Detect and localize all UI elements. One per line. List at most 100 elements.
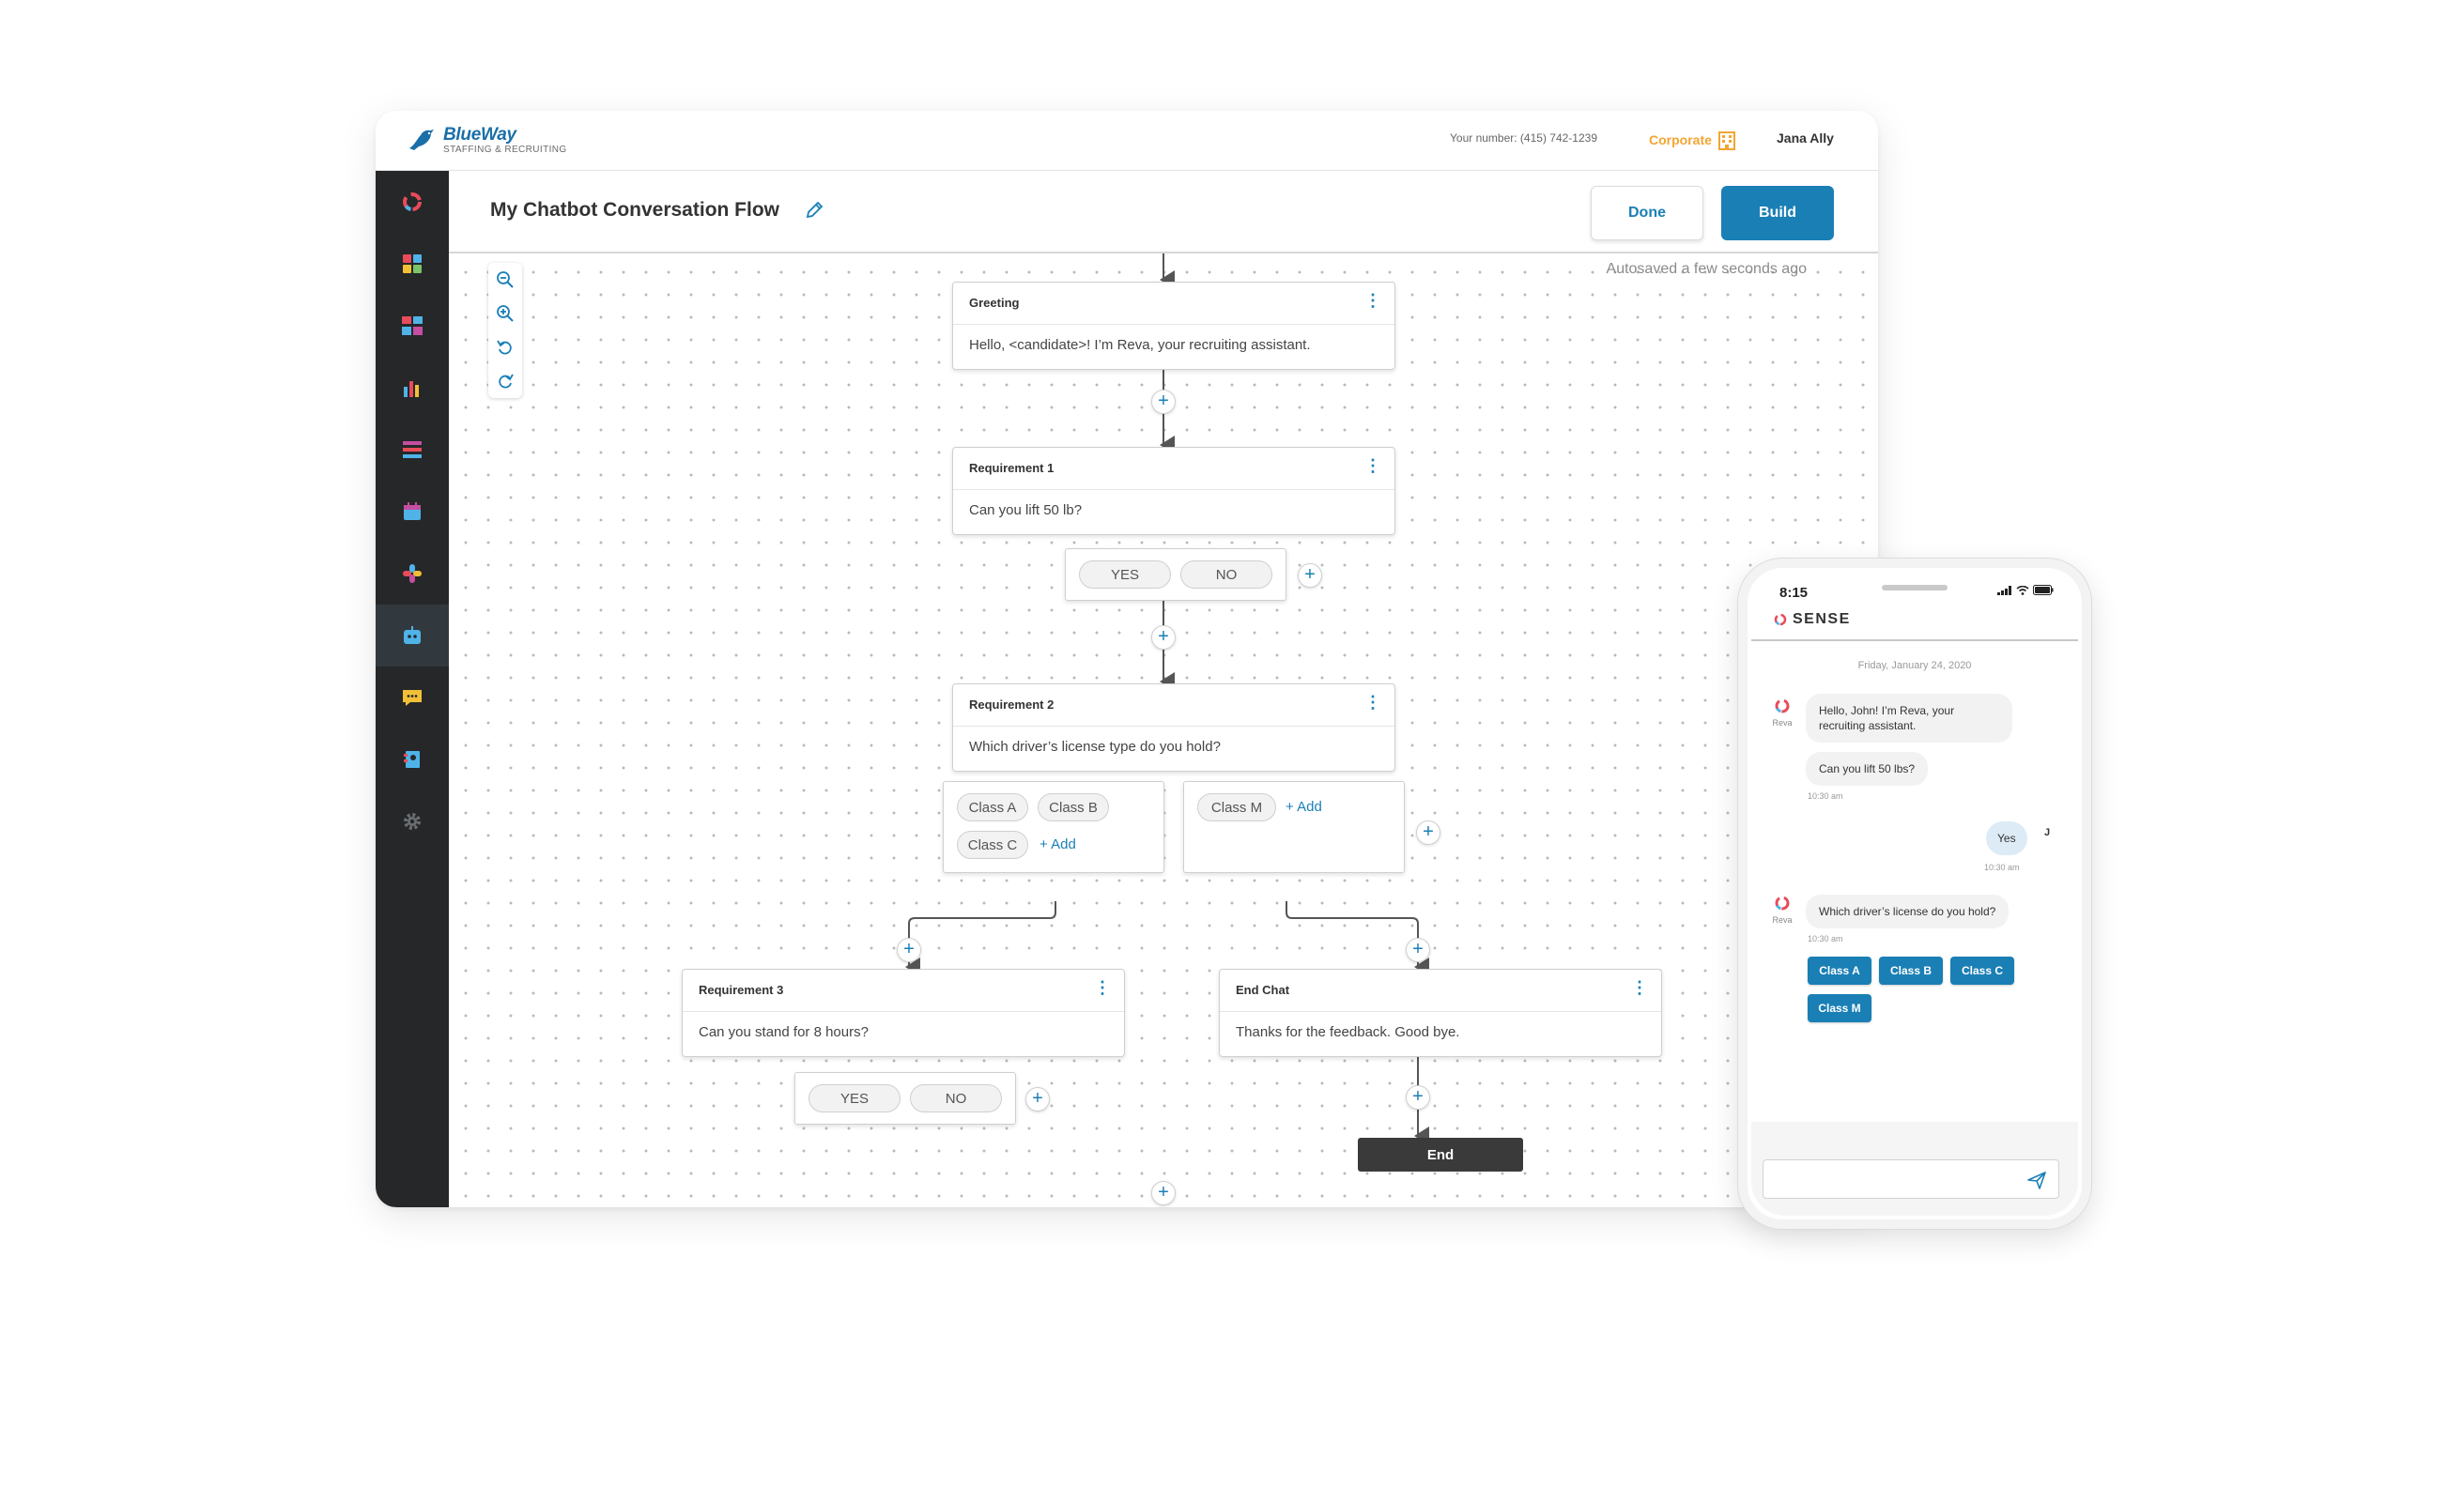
node-requirement-1[interactable]: Requirement 1 ⋮ Can you lift 50 lb?	[952, 447, 1395, 535]
company-logo[interactable]: BlueWay STAFFING & RECRUITING	[406, 124, 567, 156]
sidebar-item-workflows[interactable]	[376, 295, 449, 357]
reply-chip-class-c[interactable]: Class C	[1950, 957, 2014, 985]
node-requirement-2[interactable]: Requirement 2 ⋮ Which driver’s license t…	[952, 683, 1395, 772]
sidebar-item-dashboard[interactable]	[376, 233, 449, 295]
sidebar-item-home[interactable]	[376, 171, 449, 233]
add-step-button[interactable]: +	[1406, 938, 1430, 962]
your-number: Your number: (415) 742-1239	[1450, 131, 1597, 145]
calendar-icon	[404, 502, 421, 520]
divider	[953, 726, 1394, 727]
bot-avatar-icon	[1775, 698, 1790, 713]
sidebar-item-chatbot[interactable]	[376, 605, 449, 667]
add-step-button[interactable]: +	[1151, 1181, 1176, 1205]
sidebar-item-lists[interactable]	[376, 419, 449, 481]
org-switcher[interactable]: Corporate	[1649, 130, 1736, 150]
sidebar-item-calendar[interactable]	[376, 481, 449, 543]
message-input[interactable]	[1763, 1159, 2059, 1199]
add-step-button[interactable]: +	[897, 938, 921, 962]
sidebar-item-settings[interactable]	[376, 790, 449, 852]
sidebar-item-integrations[interactable]	[376, 543, 449, 605]
more-menu-icon[interactable]: ⋮	[1364, 693, 1381, 712]
zoom-controls	[488, 263, 522, 398]
signal-icon	[1997, 585, 2011, 595]
autosave-status: Autosaved a few seconds ago	[1606, 261, 1807, 277]
build-button[interactable]: Build	[1721, 186, 1834, 240]
analytics-icon	[404, 381, 419, 397]
divider	[953, 489, 1394, 490]
option-class-m[interactable]: Class M	[1197, 793, 1276, 821]
app-window: BlueWay STAFFING & RECRUITING Your numbe…	[376, 111, 1878, 1207]
phone-status-icons	[1997, 585, 2054, 595]
node-title: Requirement 1	[969, 461, 1055, 475]
add-step-button[interactable]: +	[1151, 625, 1176, 650]
node-message: Which driver’s license type do you hold?	[969, 739, 1221, 755]
phone-brand: SENSE	[1774, 611, 1851, 628]
list-icon	[403, 441, 422, 458]
phone-screen: 8:15 SENSE Friday, January 24, 2020 Reva…	[1751, 572, 2078, 1216]
contacts-icon	[404, 751, 420, 768]
more-menu-icon[interactable]: ⋮	[1094, 978, 1111, 997]
flow-canvas[interactable]: Autosaved a few seconds ago	[449, 253, 1878, 1207]
undo-button[interactable]	[488, 330, 522, 364]
sidebar-item-analytics[interactable]	[376, 357, 449, 419]
node-requirement-3[interactable]: Requirement 3 ⋮ Can you stand for 8 hour…	[682, 969, 1125, 1057]
reply-chip-class-a[interactable]: Class A	[1808, 957, 1871, 985]
add-step-button[interactable]: +	[1151, 390, 1176, 414]
more-menu-icon[interactable]: ⋮	[1631, 978, 1648, 997]
org-name: Corporate	[1649, 132, 1712, 147]
user-avatar: J	[2043, 827, 2051, 838]
add-option-button[interactable]: +	[1298, 563, 1322, 588]
option-class-a[interactable]: Class A	[957, 793, 1028, 821]
user-name[interactable]: Jana Ally	[1777, 130, 1834, 146]
node-title: Greeting	[969, 296, 1020, 310]
workflow-icon	[402, 316, 423, 335]
chat-date: Friday, January 24, 2020	[1857, 660, 1972, 671]
integrations-icon	[403, 564, 422, 583]
reply-chip-class-b[interactable]: Class B	[1879, 957, 1943, 985]
edit-pencil-icon[interactable]	[804, 200, 824, 221]
undo-icon	[497, 340, 512, 355]
add-step-button[interactable]: +	[1406, 1085, 1430, 1110]
done-button[interactable]: Done	[1591, 186, 1703, 240]
option-no[interactable]: NO	[1180, 560, 1272, 589]
sidebar-item-contacts[interactable]	[376, 728, 449, 790]
zoom-out-button[interactable]	[488, 263, 522, 297]
node-greeting[interactable]: Greeting ⋮ Hello, <candidate>! I’m Reva,…	[952, 282, 1395, 370]
send-icon[interactable]	[2026, 1170, 2047, 1190]
redo-button[interactable]	[488, 364, 522, 398]
logo-subtitle: STAFFING & RECRUITING	[443, 144, 567, 155]
more-menu-icon[interactable]: ⋮	[1364, 456, 1381, 475]
node-end-chat[interactable]: End Chat ⋮ Thanks for the feedback. Good…	[1219, 969, 1662, 1057]
bot-message: Which driver’s license do you hold?	[1806, 895, 2010, 929]
add-option-button[interactable]: +	[1025, 1087, 1050, 1111]
option-class-b[interactable]: Class B	[1038, 793, 1109, 821]
option-yes[interactable]: YES	[808, 1084, 901, 1112]
settings-icon	[404, 813, 421, 830]
bird-logo-icon	[409, 130, 434, 150]
logo-name: BlueWay	[443, 124, 516, 145]
option-yes[interactable]: YES	[1079, 560, 1171, 589]
reply-chip-class-m[interactable]: Class M	[1808, 994, 1871, 1022]
end-node[interactable]: End	[1358, 1138, 1523, 1172]
more-menu-icon[interactable]: ⋮	[1364, 291, 1381, 310]
option-class-c[interactable]: Class C	[957, 831, 1028, 859]
answer-options: YES NO	[794, 1072, 1016, 1125]
zoom-in-button[interactable]	[488, 297, 522, 330]
messages-icon	[403, 690, 422, 706]
sidebar	[376, 171, 449, 1207]
sense-logo-icon	[403, 192, 422, 211]
add-option-link[interactable]: + Add	[1286, 799, 1322, 815]
redo-icon	[499, 374, 514, 389]
sidebar-item-messages[interactable]	[376, 667, 449, 728]
bot-name: Reva	[1772, 718, 1793, 728]
node-title: Requirement 3	[699, 983, 784, 997]
header-divider	[1751, 639, 2078, 641]
add-option-link[interactable]: + Add	[1040, 836, 1076, 852]
add-group-button[interactable]: +	[1416, 820, 1440, 845]
zoom-in-icon	[497, 305, 514, 322]
node-message: Hello, <candidate>! I’m Reva, your recru…	[969, 337, 1311, 353]
battery-icon	[2033, 585, 2054, 595]
node-title: End Chat	[1236, 983, 1290, 997]
node-message: Can you lift 50 lb?	[969, 502, 1083, 518]
option-no[interactable]: NO	[910, 1084, 1002, 1112]
